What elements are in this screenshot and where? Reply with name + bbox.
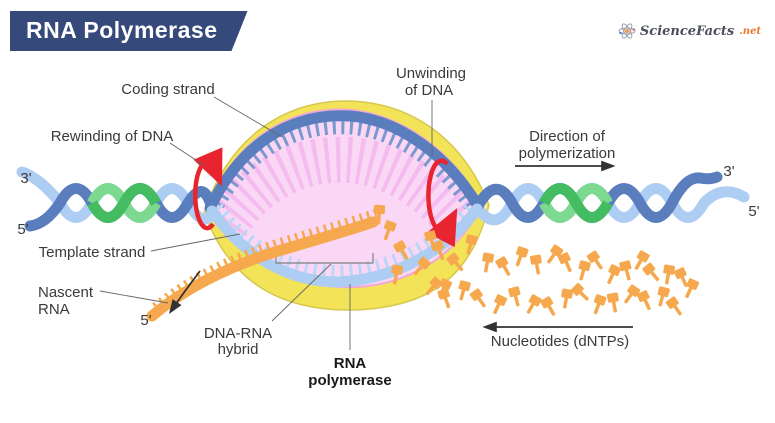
rna-growth-arrow-icon [168,270,201,314]
logo-text: ScienceFacts [639,23,735,39]
logo-tld: .net [739,25,761,37]
atom-icon [618,23,636,39]
label-unwinding-2: of DNA [405,82,453,99]
dna-helix-left [16,166,218,232]
dna-strand-green-dark [539,183,613,223]
label-unwinding-1: Unwinding [396,65,466,82]
rewinding-arrow-icon [192,147,223,231]
label-left-5prime: 5' [17,221,28,238]
leader-lines [99,96,433,350]
label-polymerase-2: polymerase [308,372,391,389]
label-right-3prime: 3' [723,163,734,180]
label-template-strand: Template strand [39,244,146,261]
label-rna-5prime: 5' [140,312,151,329]
label-polymerase-1: RNA [334,355,367,372]
label-coding-strand: Coding strand [121,81,214,98]
page-title: RNA Polymerase [10,11,248,51]
label-right-5prime: 5' [748,203,759,220]
label-direction-1: Direction of [529,128,606,145]
label-hybrid-2: hybrid [218,341,259,358]
label-left-3prime: 3' [20,170,31,187]
label-direction-2: polymerization [519,145,616,162]
base-pair-bars [206,136,482,263]
hybrid-bracket [275,253,374,264]
label-nascent-1: Nascent [38,284,94,301]
dna-helix-right [472,171,750,226]
label-nucleotides: Nucleotides (dNTPs) [491,333,629,350]
dna-strand-green-dark [87,183,161,223]
label-hybrid-1: DNA-RNA [204,325,272,342]
unwinding-arrow-icon [426,158,458,248]
direction-arrows [168,160,633,333]
label-rewinding: Rewinding of DNA [51,128,174,145]
label-nascent-2: RNA [38,301,70,318]
sciencefacts-logo: ScienceFacts .net [618,22,761,40]
